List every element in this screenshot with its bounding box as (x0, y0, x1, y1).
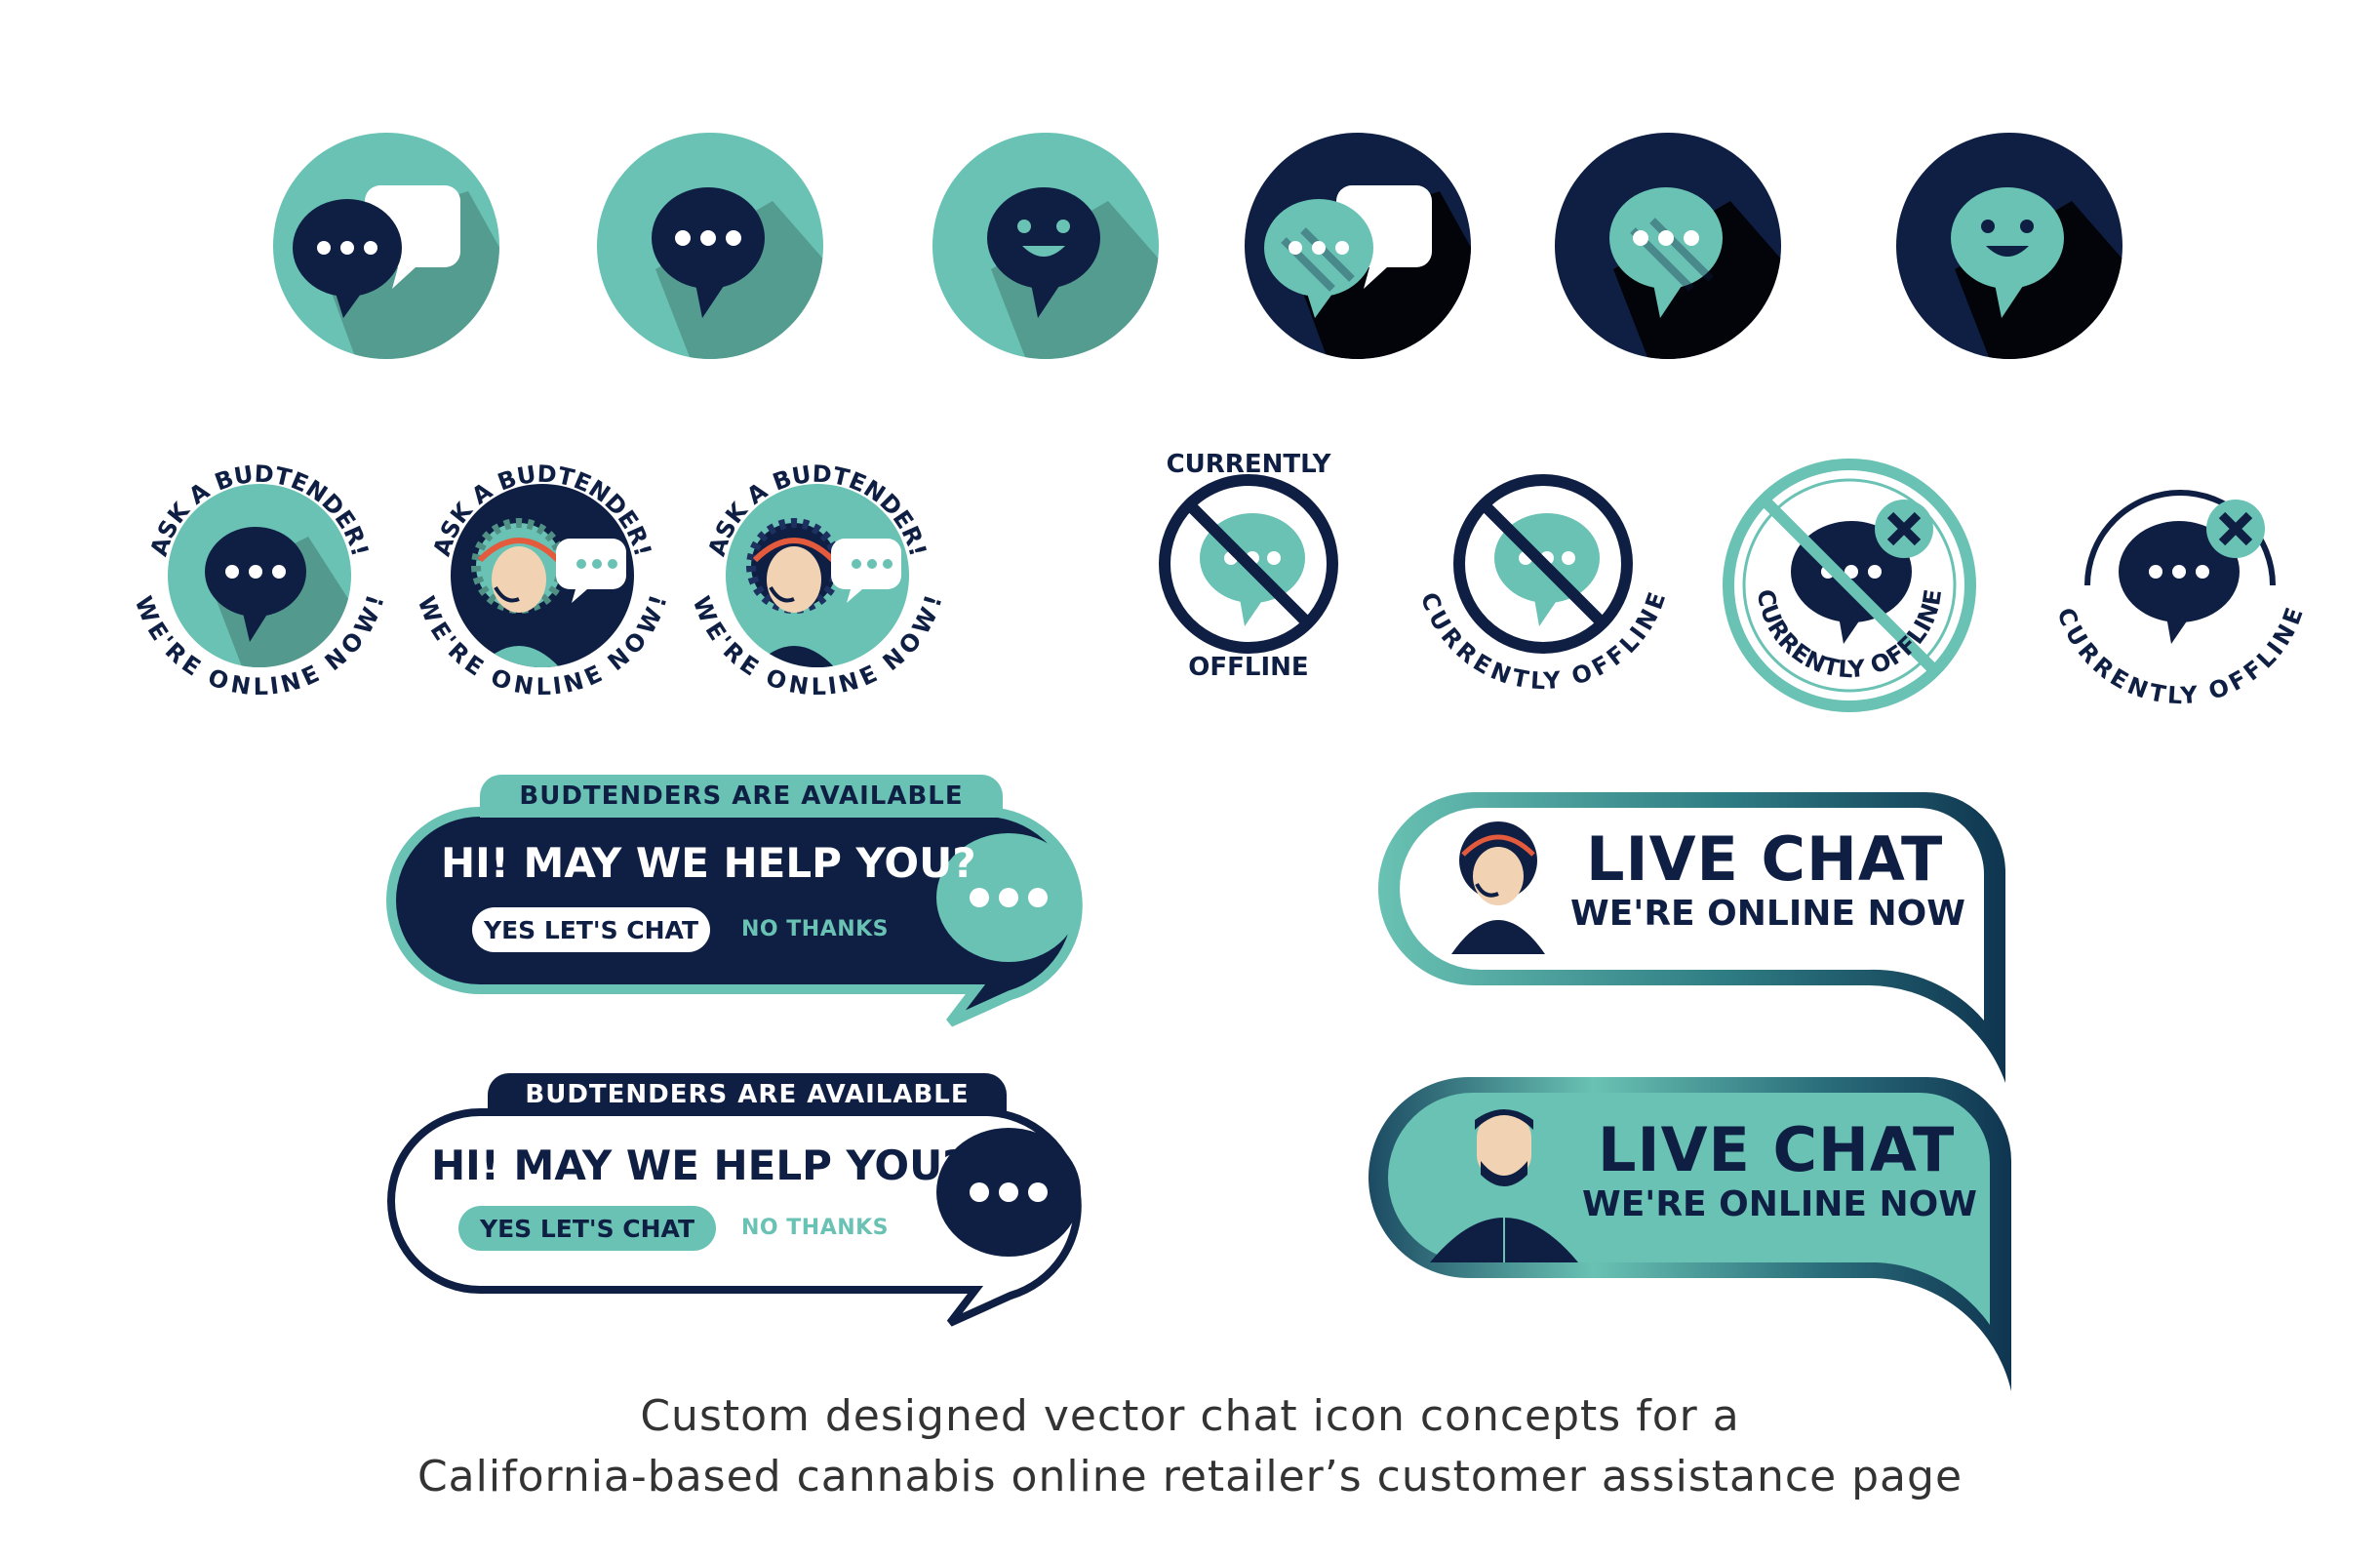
budtenders-available-tab: BUDTENDERS ARE AVAILABLE (480, 775, 1003, 818)
live-chat-title: LIVE CHAT (1598, 1114, 1956, 1185)
currently-offline-x-teal-badge[interactable]: CURRENTLY OFFLINE (1723, 459, 1976, 712)
no-thanks-button[interactable]: NO THANKS (741, 917, 890, 941)
offline-bottom-word: OFFLINE (1188, 653, 1308, 682)
chat-dots-teal-icon[interactable] (597, 133, 823, 359)
yes-lets-chat-button[interactable]: YES LET'S CHAT (472, 907, 710, 952)
help-headline: HI! MAY WE HELP YOU? (431, 1141, 967, 1189)
chat-double-bubble-navy-icon[interactable] (1245, 133, 1471, 359)
currently-offline-slash-badge-1[interactable]: CURRENTLY OFFLINE (1131, 445, 1366, 682)
live-chat-woman-banner[interactable]: LIVE CHAT WE'RE ONLINE NOW (1378, 788, 2025, 1091)
chat-smiley-teal-icon[interactable] (932, 133, 1159, 359)
chat-dots-navy-icon[interactable] (1555, 133, 1781, 359)
help-banner-white-shape (387, 1108, 1082, 1327)
ask-budtender-dots-badge[interactable]: ASK A BUDTENDER! WE'RE ONLINE NOW! (130, 451, 390, 700)
help-banner-navy-shape (386, 807, 1083, 1027)
live-chat-woman-shape (1378, 792, 2005, 1083)
chat-smiley-navy-icon[interactable] (1896, 133, 2122, 359)
yes-lets-chat-button[interactable]: YES LET'S CHAT (458, 1206, 716, 1251)
ask-budtender-woman-teal-badge[interactable]: ASK A BUDTENDER! WE'RE ONLINE NOW! (688, 451, 948, 700)
live-chat-title: LIVE CHAT (1586, 823, 1944, 895)
caption-line-1: Custom designed vector chat icon concept… (640, 1391, 1740, 1441)
live-chat-subtitle: WE'RE ONLINE NOW (1570, 894, 1965, 934)
live-chat-subtitle: WE'RE ONLINE NOW (1582, 1184, 1977, 1224)
help-headline: HI! MAY WE HELP YOU? (441, 839, 976, 887)
offline-top-word: CURRENTLY (1167, 450, 1332, 479)
ask-budtender-woman-navy-badge[interactable]: ASK A BUDTENDER! WE'RE ONLINE NOW! (413, 451, 673, 700)
currently-offline-x-navy-badge[interactable]: CURRENTLY OFFLINE (2051, 459, 2309, 709)
help-banner-white[interactable]: BUDTENDERS ARE AVAILABLE HI! MAY WE HELP… (386, 1071, 1108, 1327)
caption-line-2: California-based cannabis online retaile… (416, 1452, 1964, 1501)
live-chat-man-banner[interactable]: LIVE CHAT WE'RE ONLINE NOW (1368, 1073, 2031, 1395)
live-chat-man-shape (1368, 1077, 2011, 1391)
currently-offline-slash-badge-2[interactable]: CURRENTLY OFFLINE (1415, 455, 1671, 695)
budtenders-available-tab: BUDTENDERS ARE AVAILABLE (488, 1073, 1007, 1116)
no-thanks-button[interactable]: NO THANKS (741, 1216, 890, 1240)
chat-double-bubble-teal-icon[interactable] (273, 133, 499, 359)
help-banner-navy[interactable]: BUDTENDERS ARE AVAILABLE HI! MAY WE HELP… (386, 771, 1108, 1027)
